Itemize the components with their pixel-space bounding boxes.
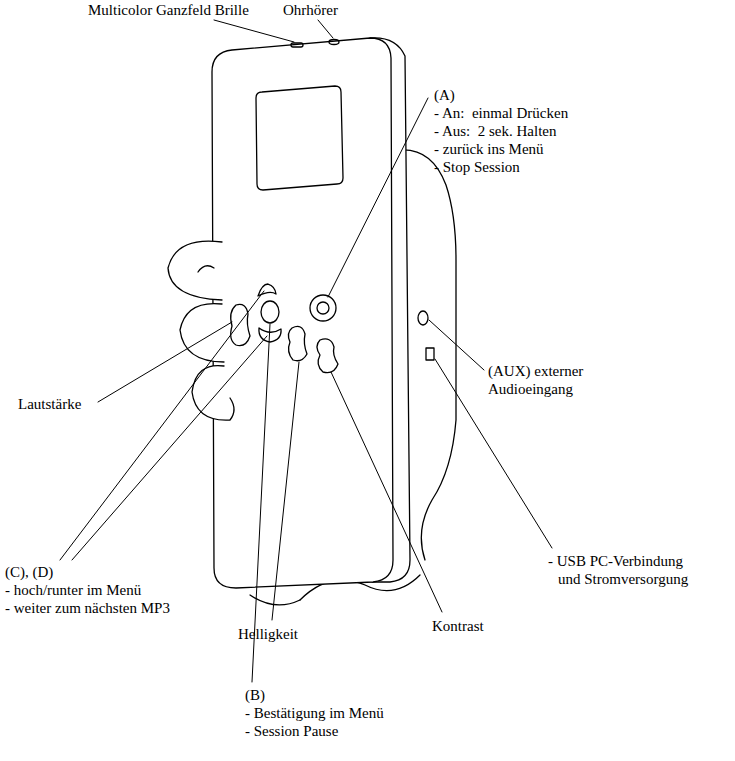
callout-label: - Stop Session [434,158,520,176]
callout-label: - zurück ins Menü [434,140,544,158]
callout-label: (AUX) externer Audioeingang [488,362,600,398]
button-contrast [317,339,338,373]
callout-label: - Aus: 2 sek. Halten [434,122,556,140]
usb-port [426,348,434,360]
button-a [310,295,336,321]
device-front [212,38,393,588]
callout-label: (A) [434,86,455,104]
callout-label: Kontrast [432,617,484,635]
port-headphones [329,40,339,45]
callout-label: - An: einmal Drücken [434,104,568,122]
callout-label: - Bestätigung im Menü [245,704,384,722]
button-volume [231,304,250,345]
aux-jack [418,311,428,325]
button-b [261,301,279,323]
port-glasses [291,43,303,47]
button-c [258,284,276,296]
callout-label: Lautstärke [18,395,81,413]
callout-label: - hoch/runter im Menü [5,581,141,599]
callout-label: Helligkeit [238,625,298,643]
hand-palm [250,595,300,605]
device-screen [256,86,343,190]
callout-label: Ohrhörer [283,1,338,19]
callout-label: (C), (D) [5,563,53,581]
callout-label: Multicolor Ganzfeld Brille [88,1,249,19]
hand-finger [198,266,214,272]
button-brightness [288,326,307,360]
hand-finger [192,366,234,421]
callout-label: - USB PC-Verbindung und Stromversorgung [548,552,698,588]
button-a [317,302,329,314]
callout-label: - Session Pause [245,722,338,740]
callout-label: (B) [245,686,265,704]
hand-finger [168,241,222,300]
callout-label: - weiter zum nächsten MP3 [5,599,170,617]
